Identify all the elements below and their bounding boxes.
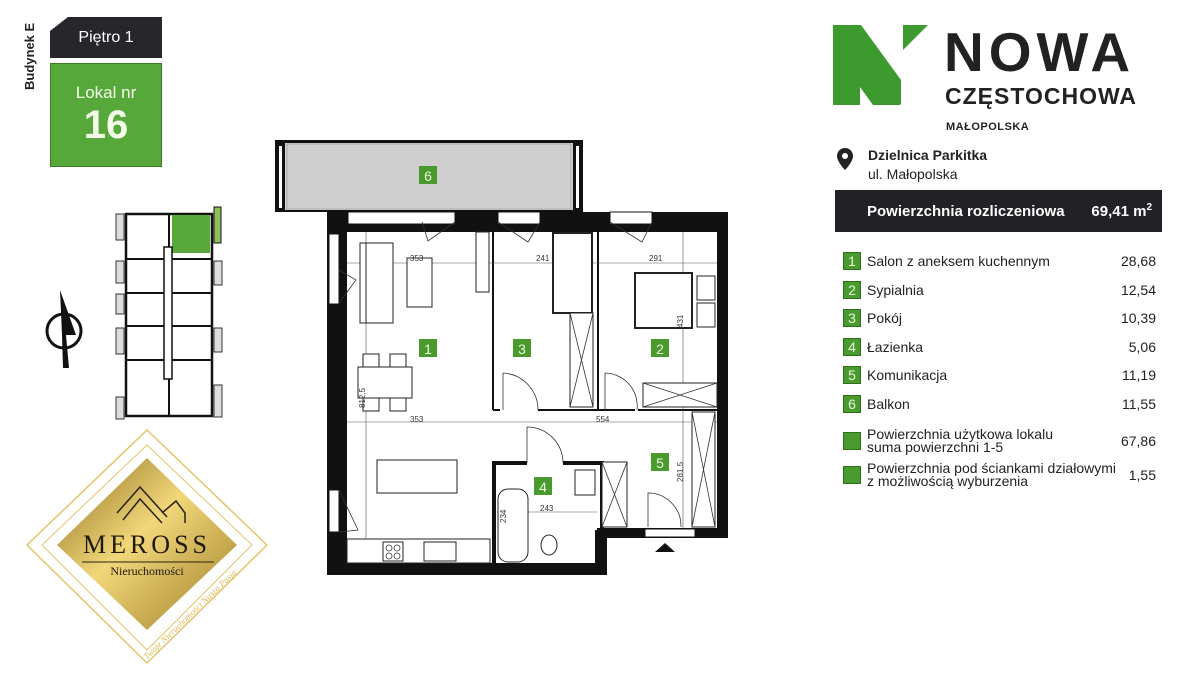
meross-logo: MEROSS Nieruchomości Twoje Nieruchomości… <box>25 428 269 665</box>
room-tag-2: 2 <box>656 341 664 357</box>
room-tag-6: 6 <box>424 168 432 184</box>
floor-plan: 353 241 291 431 353 554 812,5 281,5 243 … <box>275 140 728 575</box>
street: ul. Małopolska <box>868 166 958 182</box>
meross-name: MEROSS <box>83 530 211 559</box>
dimension-label: 291 <box>649 254 663 263</box>
floor-badge: Piętro 1 <box>50 17 162 58</box>
settlement-area-value: 69,41 m2 <box>1091 202 1152 220</box>
room-tag-4: 4 <box>539 479 547 495</box>
unit-highlight <box>172 215 210 253</box>
dimension-label: 554 <box>596 415 610 424</box>
dimension-label: 241 <box>536 254 550 263</box>
dimension-label: 353 <box>410 254 424 263</box>
meross-sub: Nieruchomości <box>110 564 184 578</box>
settlement-area-bar: Powierzchnia rozliczeniowa 69,41 m2 <box>835 190 1162 232</box>
brand-subtitle: CZĘSTOCHOWA <box>945 83 1138 109</box>
dimension-label: 431 <box>676 314 685 328</box>
dimension-label: 353 <box>410 415 424 424</box>
dimension-label: 234 <box>499 509 508 523</box>
district: Dzielnica Parkitka <box>868 147 988 163</box>
nowa-logo-icon <box>833 25 928 105</box>
entrance-marker-icon <box>655 543 675 552</box>
building-key-plan <box>45 206 223 420</box>
location-pin-icon <box>837 148 853 170</box>
unit-number: 16 <box>83 103 129 147</box>
settlement-area-label: Powierzchnia rozliczeniowa <box>867 202 1065 220</box>
compass-icon <box>45 290 83 368</box>
room-tag-1: 1 <box>424 341 432 357</box>
dimension-label: 281,5 <box>676 461 685 482</box>
unit-label: Lokal nr <box>75 83 137 102</box>
brand-region: MAŁOPOLSKA <box>946 121 1030 133</box>
brand-title: NOWA <box>944 21 1136 83</box>
dimension-label: 243 <box>540 504 554 513</box>
dimension-label: 812,5 <box>358 387 367 408</box>
room-tag-5: 5 <box>656 455 664 471</box>
room-tag-3: 3 <box>518 341 526 357</box>
unit-badge: Lokal nr 16 <box>50 63 162 167</box>
